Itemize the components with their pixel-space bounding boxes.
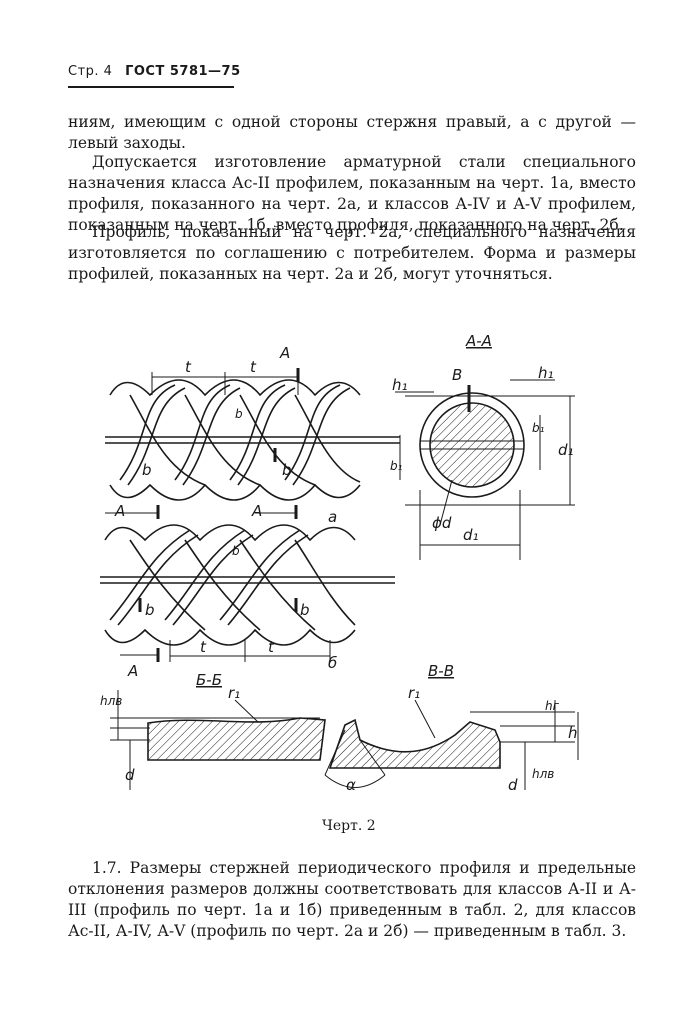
label-section-a-bottom: А — [127, 662, 138, 680]
label-section-b-right: b — [282, 461, 292, 479]
label-h1-right: h₁ — [538, 364, 554, 382]
paragraph-continuation: ниям, имеющим с одной стороны стержня пр… — [68, 113, 636, 152]
label-h-lv-left: hлв — [100, 694, 122, 708]
label-h: h — [568, 724, 578, 742]
label-h1-left: h₁ — [392, 376, 408, 394]
label-variant-b: б — [328, 654, 337, 672]
label-section-b-left-2: b — [145, 601, 155, 619]
section-markers — [138, 368, 300, 662]
label-section-a-top: А — [279, 344, 290, 362]
paragraph-profile-agreement: Профиль, показанный на черт. 2а, специал… — [68, 223, 636, 283]
label-d1-horizontal: d₁ — [463, 526, 479, 544]
section-aa-drawing — [395, 379, 575, 560]
label-section-v: В — [452, 366, 462, 384]
page-header: Стр. 4 ГОСТ 5781—75 — [68, 64, 241, 79]
label-d1-vertical: d₁ — [558, 441, 574, 459]
label-b-small: b — [235, 407, 243, 421]
label-phi-d: ϕd — [432, 514, 452, 532]
standard-number: ГОСТ 5781—75 — [125, 64, 241, 79]
label-b-small-2: b — [232, 544, 240, 558]
label-alpha: α — [346, 776, 356, 794]
label-d-left: d — [125, 766, 135, 784]
label-b1-right: b₁ — [532, 421, 545, 435]
title-section-aa: А-А — [465, 332, 492, 350]
section-bb-drawing — [110, 690, 326, 790]
bar-b-drawing — [100, 524, 395, 646]
paragraph-special-purpose: Допускается изготовление арматурной стал… — [68, 153, 636, 234]
label-b1-left: b₁ — [390, 459, 403, 473]
label-d-right: d — [508, 776, 518, 794]
label-section-a-mid: А — [251, 502, 262, 520]
section-vv-drawing — [324, 699, 579, 790]
label-pitch-t-4: t — [268, 638, 275, 656]
label-h-pv: hлв — [532, 767, 554, 781]
label-r1-left: r₁ — [228, 684, 240, 702]
label-variant-a: a — [328, 508, 337, 526]
page-number: Стр. 4 — [68, 64, 113, 79]
paragraph-1-7: 1.7. Размеры стержней периодического про… — [68, 859, 636, 940]
pitch-dimensions — [105, 372, 331, 662]
label-section-b-left: b — [142, 461, 152, 479]
label-pitch-t-3: t — [200, 638, 207, 656]
label-pitch-t-2: t — [250, 358, 257, 376]
label-h-g: hг — [545, 699, 560, 713]
title-section-vv: В-В — [428, 662, 454, 680]
header-rule — [68, 86, 234, 88]
title-section-bb: Б-Б — [196, 671, 222, 689]
figure-caption: Черт. 2 — [322, 818, 376, 834]
bar-a-drawing — [105, 379, 400, 501]
label-section-a-left: А — [114, 502, 125, 520]
label-pitch-t-1: t — [185, 358, 192, 376]
label-section-b-right-2: b — [300, 601, 310, 619]
label-r1-right: r₁ — [408, 684, 420, 702]
